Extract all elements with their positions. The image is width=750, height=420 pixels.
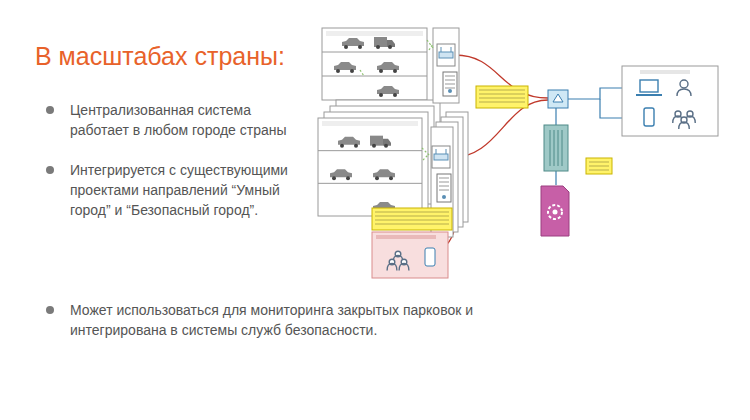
car-icon	[342, 38, 364, 49]
document-icon	[541, 186, 569, 236]
note-box	[372, 208, 452, 230]
slide-title: В масштабах страны:	[35, 42, 285, 71]
hub-icon	[548, 90, 568, 108]
parking-box	[322, 28, 427, 100]
client-box	[622, 66, 718, 136]
cabinet-box	[433, 28, 459, 103]
bullet-text: Централизованная система работает в любо…	[70, 100, 310, 140]
user-icon	[679, 117, 690, 129]
server-cluster	[544, 125, 568, 171]
user-zone	[372, 232, 448, 278]
car-icon	[330, 169, 352, 180]
truck-icon	[374, 37, 395, 49]
car-icon	[377, 62, 399, 73]
truck-icon	[370, 136, 391, 148]
car-icon	[334, 62, 356, 73]
bullet-text: Может использоваться для мониторинга зак…	[70, 300, 510, 340]
router-icon	[432, 146, 450, 168]
bullet-dot	[46, 166, 54, 174]
bullet-text: Интегрируется с существующими проектами …	[70, 160, 310, 220]
user-icon	[387, 259, 397, 270]
user-icon	[399, 259, 409, 270]
parking-box	[318, 118, 422, 216]
bullet-dot	[46, 106, 54, 114]
bullet-dot	[46, 306, 54, 314]
user-icon	[677, 80, 691, 96]
car-icon	[373, 169, 395, 180]
server-icon	[437, 174, 451, 202]
router-icon	[437, 44, 455, 66]
sensor-marks	[360, 40, 433, 160]
car-icon	[338, 137, 360, 148]
note-box	[476, 86, 528, 108]
laptop-icon	[640, 80, 658, 92]
car-icon	[377, 86, 399, 97]
phone-icon	[425, 248, 435, 266]
server-icon	[443, 72, 457, 96]
note-box	[586, 158, 612, 174]
phone-icon	[644, 108, 654, 126]
